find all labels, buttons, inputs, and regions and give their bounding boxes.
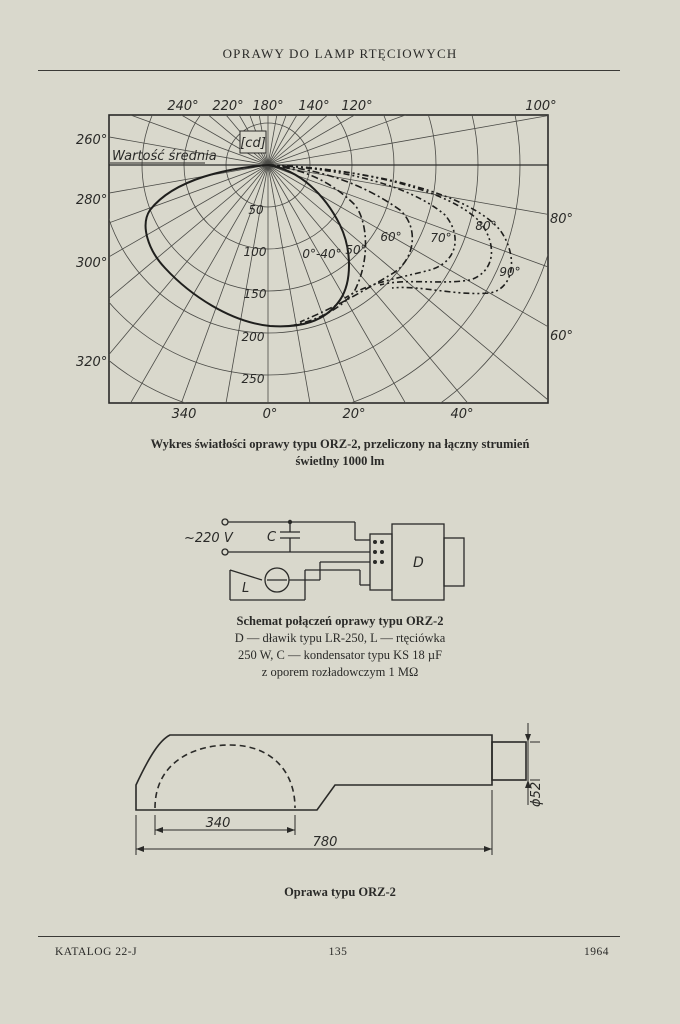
polar-ray	[267, 164, 406, 403]
curve-60	[267, 164, 414, 323]
angle-label-320: 320°	[76, 355, 107, 370]
curve-50	[267, 164, 367, 327]
angle-label-240: 240°	[167, 99, 198, 114]
dim-780-label: 780	[313, 835, 338, 850]
radial-label-250: 250	[242, 372, 265, 386]
polar-ray	[267, 164, 356, 403]
angle-label-80-right: 80°	[550, 212, 573, 227]
polar-ray	[180, 164, 269, 403]
angle-label-20: 20°	[342, 407, 365, 420]
luminous-intensity-diagram: [cd] Wartość średnia 240° 220° 180° 140°…	[76, 99, 573, 420]
footer-catalog: KATALOG 22-J	[55, 946, 138, 958]
curve-0-40	[144, 163, 350, 328]
diagram-caption-line2: świetlny 1000 lm	[295, 454, 385, 468]
angle-label-100: 100°	[525, 99, 556, 114]
angle-label-60-right: 60°	[550, 329, 573, 344]
polar-ray	[267, 164, 311, 403]
angle-label-340: 340	[172, 407, 197, 420]
angle-label-40: 40°	[450, 407, 473, 420]
polar-ray	[109, 164, 269, 356]
voltage-label: ~220 V	[184, 531, 234, 546]
polar-ray	[267, 164, 548, 268]
footer-page-number: 135	[328, 946, 348, 958]
radial-label-200: 200	[242, 330, 265, 344]
polar-ray	[267, 115, 548, 166]
polar-ray	[267, 164, 548, 215]
curve-label-50: 50°	[345, 243, 366, 257]
curve-80	[267, 164, 493, 286]
fixture-drawing: 340 780 ϕ52	[135, 723, 544, 855]
angle-label-220: 220°	[212, 99, 243, 114]
capacitor-label: C	[267, 530, 277, 545]
dim-diameter-label: ϕ52	[529, 782, 544, 807]
header-rule	[38, 70, 620, 71]
wiring-caption-line1: Schemat połączeń oprawy typu ORZ-2	[236, 614, 444, 628]
polar-ray	[129, 115, 269, 166]
page-header-title: OPRAWY DO LAMP RTĘCIOWYCH	[222, 46, 458, 61]
polar-ray	[109, 136, 269, 166]
radial-label-150: 150	[244, 287, 267, 301]
curve-label-80: 80°	[475, 219, 496, 233]
polar-ray	[225, 164, 269, 403]
wiring-caption-line3: 250 W, C — kondensator typu KS 18 µF	[237, 648, 443, 662]
polar-ray	[267, 164, 469, 403]
unit-label: [cd]	[240, 136, 266, 151]
wiring-caption-line4: z oporem rozładowczym 1 MΩ	[261, 665, 419, 679]
choke-label: D	[413, 555, 424, 571]
polar-ray	[267, 115, 356, 166]
curve-label-60: 60°	[380, 230, 401, 244]
polar-ray	[109, 164, 269, 299]
polar-ray	[267, 164, 548, 328]
polar-ray	[180, 115, 269, 166]
angle-label-280: 280°	[76, 193, 107, 208]
footer-rule	[38, 936, 620, 937]
curve-70	[267, 164, 456, 299]
polar-ray	[130, 164, 269, 403]
angle-label-0: 0°	[263, 407, 278, 420]
dim-340-label: 340	[206, 816, 231, 831]
polar-ray	[267, 115, 407, 166]
polar-ray	[267, 164, 548, 401]
curve-label-90: 90°	[499, 265, 520, 279]
fixture-caption: Oprawa typu ORZ-2	[284, 885, 396, 899]
angle-label-260: 260°	[76, 133, 107, 148]
average-value-label: Wartość średnia	[112, 149, 217, 164]
footer-year: 1964	[584, 946, 609, 958]
diagram-frame	[108, 114, 549, 404]
polar-ray	[267, 115, 329, 166]
wiring-caption-line2: D — dławik typu LR-250, L — rtęciówka	[234, 631, 446, 645]
angle-label-140: 140°	[298, 99, 329, 114]
diagram-caption-line1: Wykres światłości oprawy typu ORZ-2, prz…	[150, 437, 530, 451]
polar-ray	[109, 164, 269, 258]
polar-ray	[109, 164, 269, 194]
radial-label-100: 100	[244, 245, 267, 259]
polar-ray	[109, 164, 269, 224]
diagram-caption: Wykres światłości oprawy typu ORZ-2, prz…	[60, 436, 620, 470]
wiring-diagram: ~220 V C D L	[184, 518, 465, 601]
angle-label-300: 300°	[76, 256, 107, 271]
angle-label-120: 120°	[341, 99, 372, 114]
radial-label-50: 50	[248, 203, 264, 217]
curve-label-0-40: 0°-40°	[302, 247, 341, 261]
polar-ray	[207, 115, 269, 166]
wiring-caption: Schemat połączeń oprawy typu ORZ-2 D — d…	[160, 613, 520, 681]
curve-90	[267, 164, 513, 295]
lamp-label: L	[242, 581, 249, 596]
curve-label-70: 70°	[430, 231, 451, 245]
angle-label-180: 180°	[252, 99, 283, 114]
